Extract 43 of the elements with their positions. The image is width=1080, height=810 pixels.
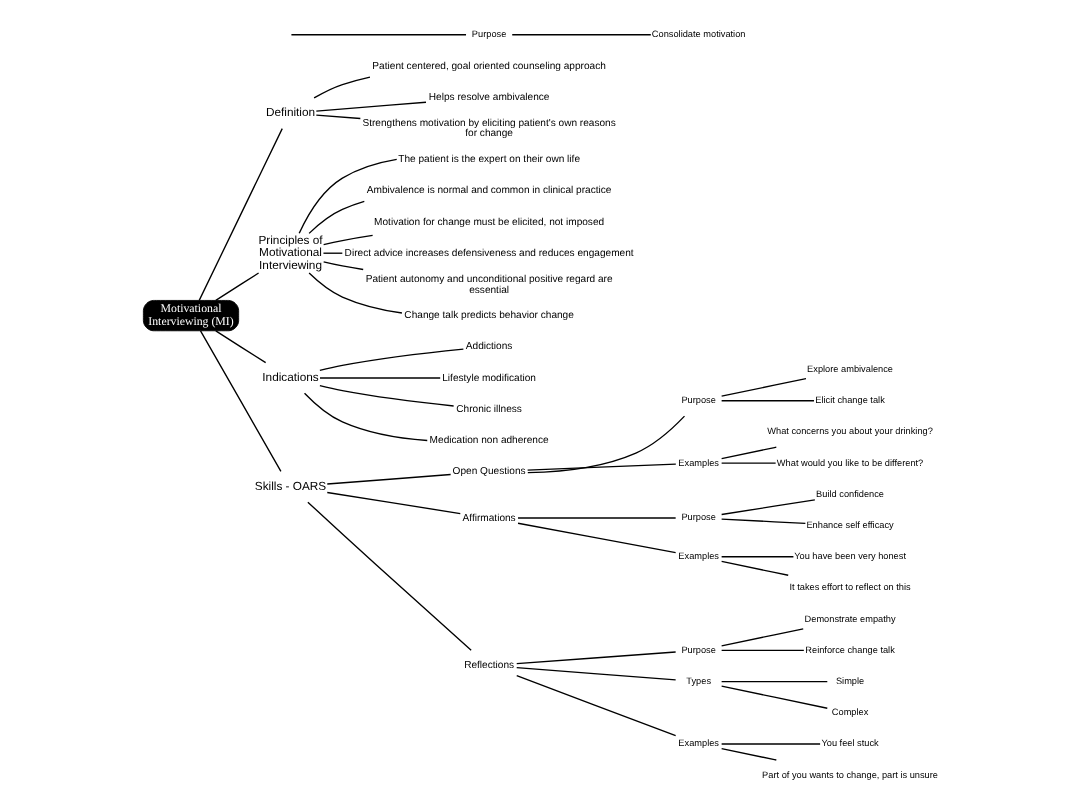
- connector: [719, 649, 804, 652]
- connector: [719, 628, 803, 647]
- connector: [525, 463, 676, 471]
- connector: [318, 385, 454, 407]
- connector: [719, 499, 815, 516]
- connector: [198, 330, 281, 473]
- connector: [312, 76, 370, 99]
- connector: [325, 491, 460, 515]
- connector: [321, 234, 373, 246]
- connector: [719, 556, 794, 558]
- connector: [515, 651, 676, 665]
- connector: [719, 377, 806, 397]
- connector: [719, 518, 806, 525]
- connector: [515, 666, 676, 681]
- connector: [314, 114, 360, 120]
- connector: [297, 158, 397, 234]
- connector: [307, 200, 364, 235]
- connector: [306, 501, 471, 651]
- connector: [719, 446, 776, 460]
- connector: [719, 743, 820, 745]
- connector: [516, 517, 676, 519]
- connector: [719, 680, 827, 683]
- connector: [325, 473, 451, 485]
- connector: [302, 392, 427, 442]
- connector: [321, 252, 342, 254]
- connector: [719, 747, 776, 761]
- connector: [307, 272, 402, 314]
- connector: [719, 462, 776, 464]
- connector: [318, 377, 440, 379]
- connector: [314, 101, 426, 112]
- connector: [526, 415, 685, 474]
- connector: [719, 560, 788, 576]
- connector: [318, 348, 464, 371]
- connector: [289, 34, 466, 36]
- connector: [321, 261, 363, 271]
- connector: [214, 272, 259, 301]
- connector: [719, 685, 827, 709]
- connector: [515, 675, 676, 737]
- connector: [719, 400, 814, 402]
- connector: [197, 127, 282, 302]
- connector: [214, 330, 266, 364]
- connector: [510, 34, 651, 36]
- connector: [516, 522, 676, 554]
